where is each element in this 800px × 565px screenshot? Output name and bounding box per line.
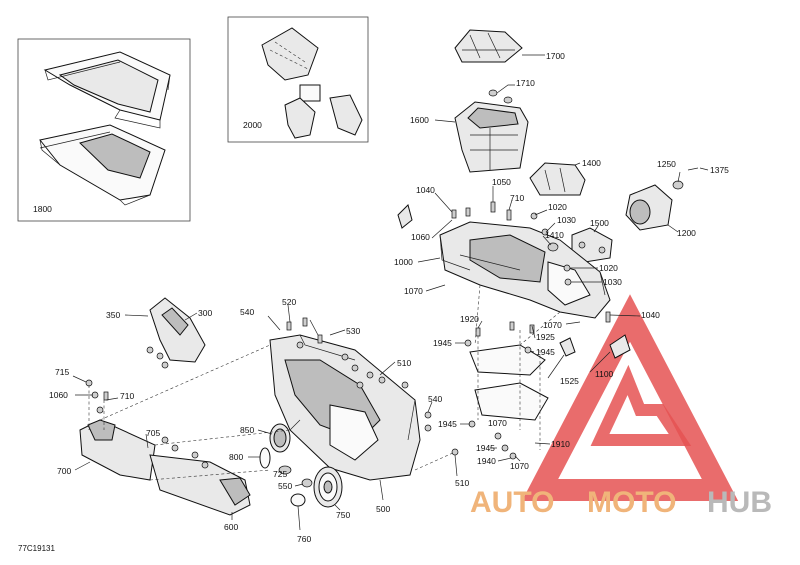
label-540b: 540	[428, 394, 442, 404]
label-1525: 1525	[560, 376, 579, 386]
part-750: 750	[313, 466, 350, 520]
alignment-lines	[99, 284, 561, 481]
label-750: 750	[336, 510, 350, 520]
label-510b: 510	[455, 478, 469, 488]
part-1200: 1250 1375 1200	[625, 159, 729, 238]
label-1070d: 1070	[510, 461, 529, 471]
part-1910-tray	[455, 320, 631, 462]
fasteners-lower-console	[267, 304, 459, 477]
part-1710: 1710	[488, 78, 535, 104]
label-1030b: 1030	[603, 277, 622, 287]
label-700: 700	[57, 466, 71, 476]
label-1070b: 1070	[543, 320, 562, 330]
label-2000: 2000	[243, 120, 262, 130]
label-1700: 1700	[546, 51, 565, 61]
label-1945c: 1945	[438, 419, 457, 429]
part-1500: 1500	[571, 218, 613, 263]
label-1020a: 1020	[548, 202, 567, 212]
assembly-box-2000: 2000	[227, 16, 369, 143]
label-1040b: 1040	[641, 310, 660, 320]
label-1945a: 1945	[433, 338, 452, 348]
label-1945d: 1945	[476, 443, 495, 453]
part-1400: 1400	[529, 158, 601, 196]
label-510a: 510	[397, 358, 411, 368]
watermark-triangle	[521, 294, 739, 501]
label-1500: 1500	[590, 218, 609, 228]
watermark-text-moto: MOTO	[587, 486, 676, 519]
label-1020b: 1020	[599, 263, 618, 273]
leader-lines-upper	[425, 186, 641, 325]
label-520: 520	[282, 297, 296, 307]
label-300: 300	[198, 308, 212, 318]
label-350: 350	[106, 310, 120, 320]
label-1945b: 1945	[536, 347, 555, 357]
label-1040a: 1040	[416, 185, 435, 195]
label-1100: 1100	[595, 369, 614, 379]
label-1200: 1200	[677, 228, 696, 238]
label-1400: 1400	[582, 158, 601, 168]
part-1700: 1700	[454, 29, 565, 63]
part-1600: 1600	[410, 101, 529, 173]
part-850-800: 850 800	[229, 423, 291, 469]
label-1030a: 1030	[557, 215, 576, 225]
label-500: 500	[376, 504, 390, 514]
label-705: 705	[146, 428, 160, 438]
assembly-box-1800: 1800	[17, 38, 191, 222]
part-1000: 1000	[394, 221, 611, 319]
label-1375: 1375	[710, 165, 729, 175]
label-1250: 1250	[657, 159, 676, 169]
label-850: 850	[240, 425, 254, 435]
label-760: 760	[297, 534, 311, 544]
label-710b: 710	[120, 391, 134, 401]
watermark-logo: AUTO MOTO HUB	[470, 294, 772, 519]
label-1910: 1910	[551, 439, 570, 449]
label-1070a: 1070	[404, 286, 423, 296]
part-500: 500	[269, 334, 421, 514]
label-1050: 1050	[492, 177, 511, 187]
label-550: 550	[278, 481, 292, 491]
label-1000: 1000	[394, 257, 413, 267]
part-725-550: 725 550 760	[273, 465, 313, 544]
watermark-text-auto: AUTO	[470, 486, 554, 519]
part-600: 600	[149, 436, 251, 532]
part-300: 350 300	[106, 297, 212, 369]
label-530: 530	[346, 326, 360, 336]
bracket-1040	[397, 204, 413, 229]
label-725: 725	[273, 469, 287, 479]
label-1940: 1940	[477, 456, 496, 466]
label-1060a: 1060	[411, 232, 430, 242]
label-800: 800	[229, 452, 243, 462]
label-715: 715	[55, 367, 69, 377]
fasteners-upper	[451, 201, 611, 323]
label-1410: 1410	[545, 230, 564, 240]
watermark-triangle-inner	[590, 364, 692, 446]
label-1920: 1920	[460, 314, 479, 324]
label-600: 600	[224, 522, 238, 532]
label-1060b: 1060	[49, 390, 68, 400]
part-700: 715 1060 710 705 700	[49, 367, 160, 481]
watermark-text-hub: HUB	[707, 486, 772, 519]
diagram-code: 77C19131	[18, 544, 55, 553]
label-1925: 1925	[536, 332, 555, 342]
label-710a: 710	[510, 193, 524, 203]
label-1070c: 1070	[488, 418, 507, 428]
label-1800: 1800	[33, 204, 52, 214]
label-1600: 1600	[410, 115, 429, 125]
label-1710: 1710	[516, 78, 535, 88]
label-540a: 540	[240, 307, 254, 317]
